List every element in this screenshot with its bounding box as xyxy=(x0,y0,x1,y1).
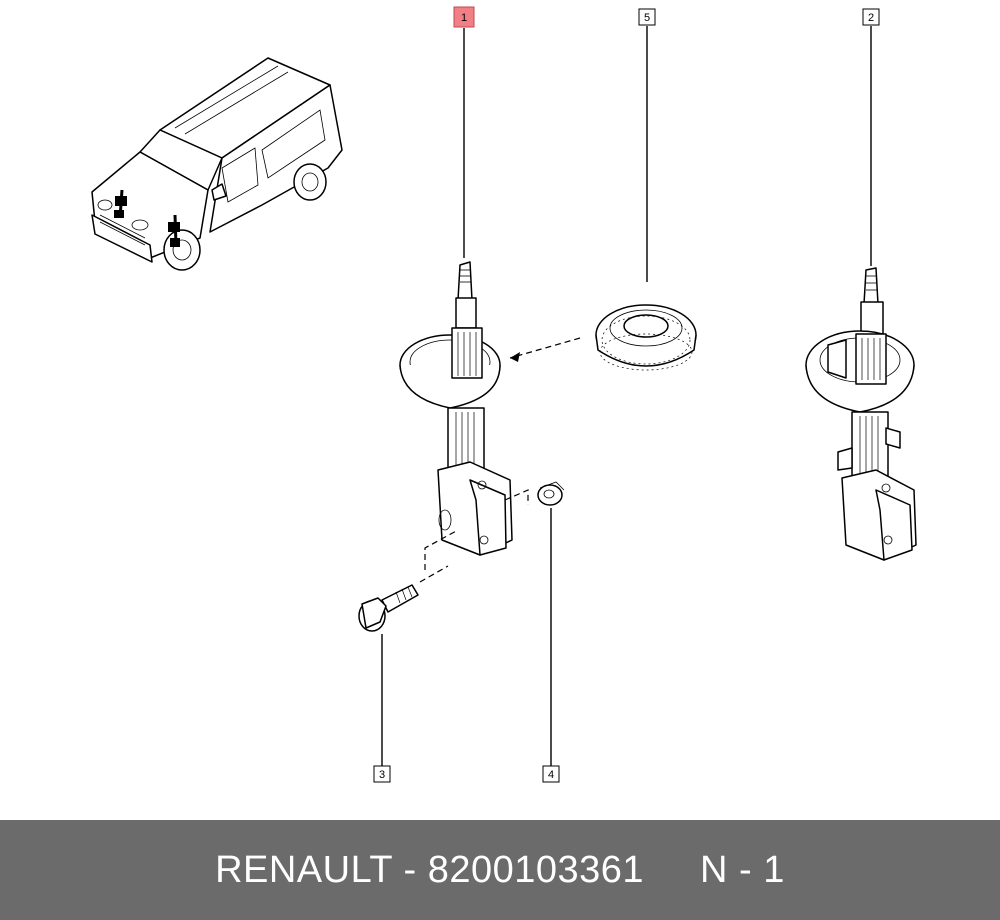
bolt xyxy=(358,584,419,632)
parts-diagram: 1 5 2 3 4 xyxy=(91,6,917,783)
brand-part-number: RENAULT - 8200103361 xyxy=(215,848,645,891)
leader-lines xyxy=(381,26,872,766)
part-info-text: RENAULT - 8200103361 N - 1 xyxy=(215,849,785,892)
callout-4-label: 4 xyxy=(548,769,554,781)
callout-1[interactable]: 1 xyxy=(453,6,475,28)
callout-4[interactable]: 4 xyxy=(542,765,560,783)
shock-absorber-right xyxy=(805,267,917,561)
callout-5[interactable]: 5 xyxy=(638,8,656,26)
callout-3-label: 3 xyxy=(379,769,385,781)
quantity-label: N - 1 xyxy=(700,848,785,891)
shock-absorber-left xyxy=(399,261,581,583)
callout-2-label: 2 xyxy=(868,12,874,24)
callout-5-label: 5 xyxy=(644,12,650,24)
part-info-bar: RENAULT - 8200103361 N - 1 xyxy=(0,820,1000,920)
callout-2[interactable]: 2 xyxy=(862,8,880,26)
callout-1-label: 1 xyxy=(461,12,467,24)
vehicle-locator-illustration xyxy=(91,57,343,271)
strut-mount-ring xyxy=(595,304,697,371)
nut xyxy=(537,481,565,506)
callout-3[interactable]: 3 xyxy=(373,765,391,783)
